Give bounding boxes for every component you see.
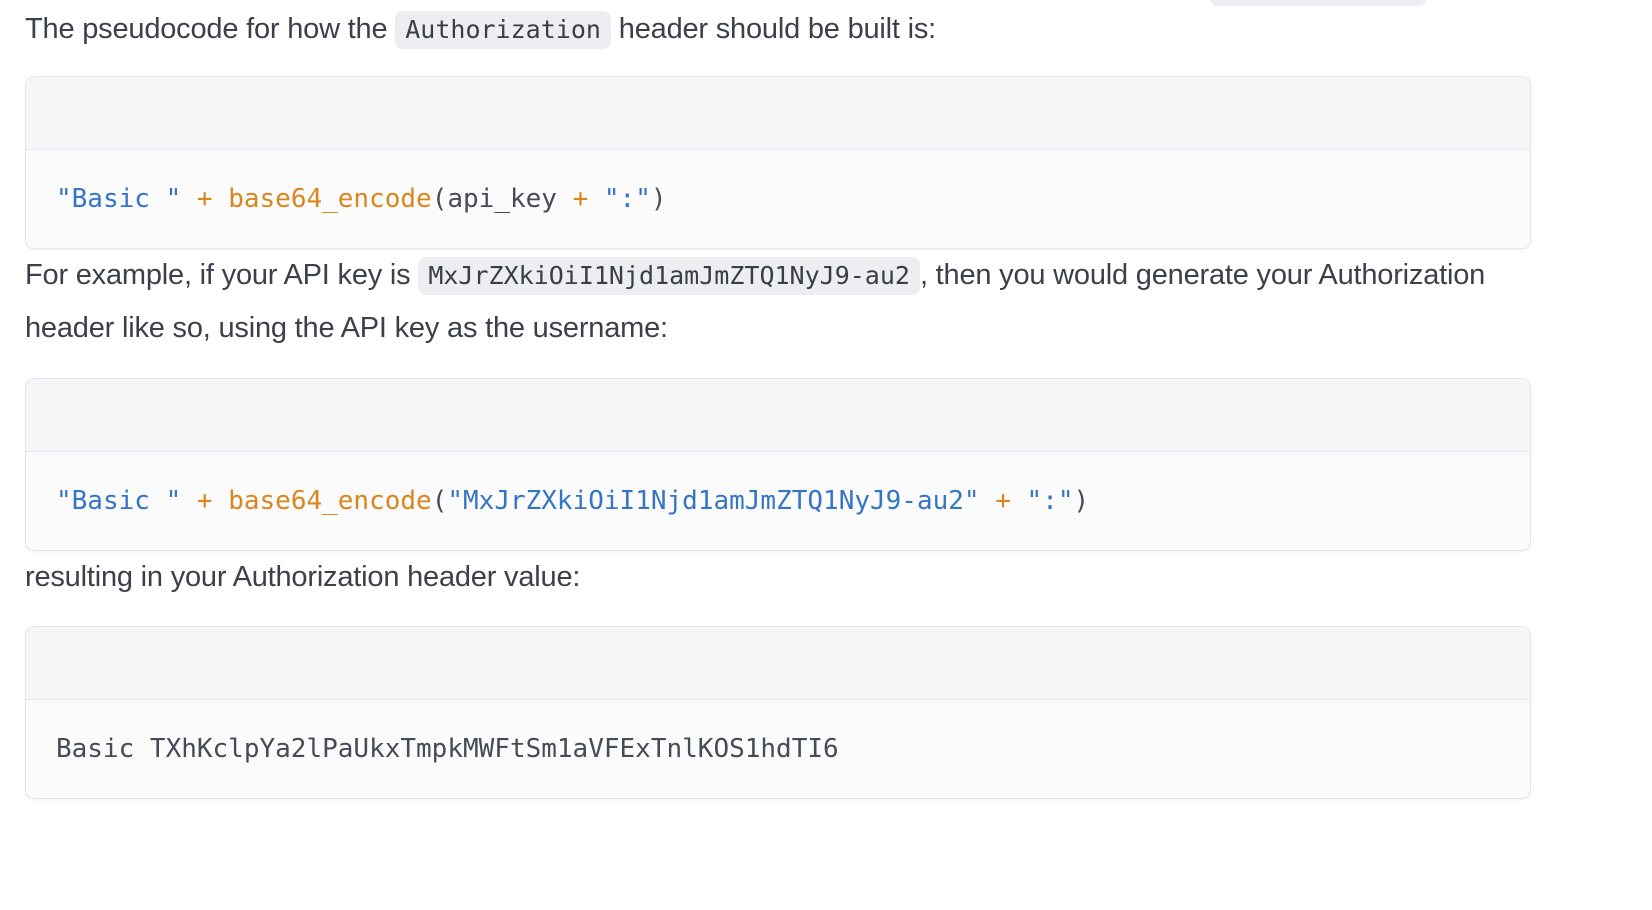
inline-code: Authorization [395, 11, 611, 49]
code-token-plain: ) [650, 184, 667, 214]
code-token-str: "Basic " [56, 486, 182, 516]
inline-code: MxJrZXkiOiI1Njd1amJmZTQ1NyJ9-au2 [418, 257, 920, 295]
code-token-plain: ( [431, 486, 448, 516]
code-token-plain [181, 486, 197, 516]
code-token-fn: base64_encode [228, 486, 432, 516]
code-token-op: + [196, 184, 213, 214]
code-token-plain [213, 184, 229, 214]
code-block-header [26, 379, 1530, 452]
code-token-op: + [995, 486, 1011, 516]
code-block-pseudocode: "Basic " + base64_encode(api_key + ":") [25, 76, 1531, 249]
code-token-str: ":" [603, 184, 651, 214]
text-run: The pseudocode for how the [25, 13, 396, 45]
code-token-plain: ) [1073, 486, 1090, 516]
code-block-header [26, 77, 1530, 150]
text-run: resulting in your Authorization header v… [25, 561, 581, 593]
cutoff-inline-code-chip [1210, 0, 1427, 6]
code-line: "Basic " + base64_encode("MxJrZXkiOiI1Nj… [56, 484, 1500, 518]
paragraph-example-intro: For example, if your API key is MxJrZXki… [25, 249, 1531, 355]
text-run: , then you would generate your Authoriza… [25, 259, 1486, 344]
code-block-result: Basic TXhKclpYa2lPaUkxTmpkMWFtSm1aVFExTn… [25, 626, 1531, 799]
code-token-plain [1011, 486, 1027, 516]
docs-content: The pseudocode for how the Authorization… [25, 3, 1531, 799]
text-run: header should be built is: [610, 13, 937, 45]
paragraph-pseudocode-intro: The pseudocode for how the Authorization… [25, 3, 1531, 56]
code-token-plain: (api_key [431, 184, 573, 214]
code-block-body: "Basic " + base64_encode("MxJrZXkiOiI1Nj… [26, 452, 1530, 550]
code-block-header [26, 627, 1530, 700]
code-token-fn: base64_encode [228, 184, 432, 214]
code-block-example: "Basic " + base64_encode("MxJrZXkiOiI1Nj… [25, 378, 1531, 551]
code-block-body: "Basic " + base64_encode(api_key + ":") [26, 150, 1530, 248]
code-token-plain [980, 486, 996, 516]
code-token-str: ":" [1026, 486, 1074, 516]
code-token-plain [181, 184, 197, 214]
code-token-str: "MxJrZXkiOiI1Njd1amJmZTQ1NyJ9-au2" [447, 486, 980, 516]
code-token-plain [213, 486, 229, 516]
code-token-plain [588, 184, 604, 214]
code-token-str: "Basic " [56, 184, 182, 214]
code-line: Basic TXhKclpYa2lPaUkxTmpkMWFtSm1aVFExTn… [56, 732, 1500, 766]
text-run: For example, if your API key is [25, 259, 419, 291]
code-token-plain: Basic TXhKclpYa2lPaUkxTmpkMWFtSm1aVFExTn… [56, 734, 839, 764]
code-block-body: Basic TXhKclpYa2lPaUkxTmpkMWFtSm1aVFExTn… [26, 700, 1530, 798]
code-token-op: + [572, 184, 589, 214]
paragraph-result-intro: resulting in your Authorization header v… [25, 551, 1531, 604]
code-token-op: + [196, 486, 213, 516]
code-line: "Basic " + base64_encode(api_key + ":") [56, 182, 1500, 216]
